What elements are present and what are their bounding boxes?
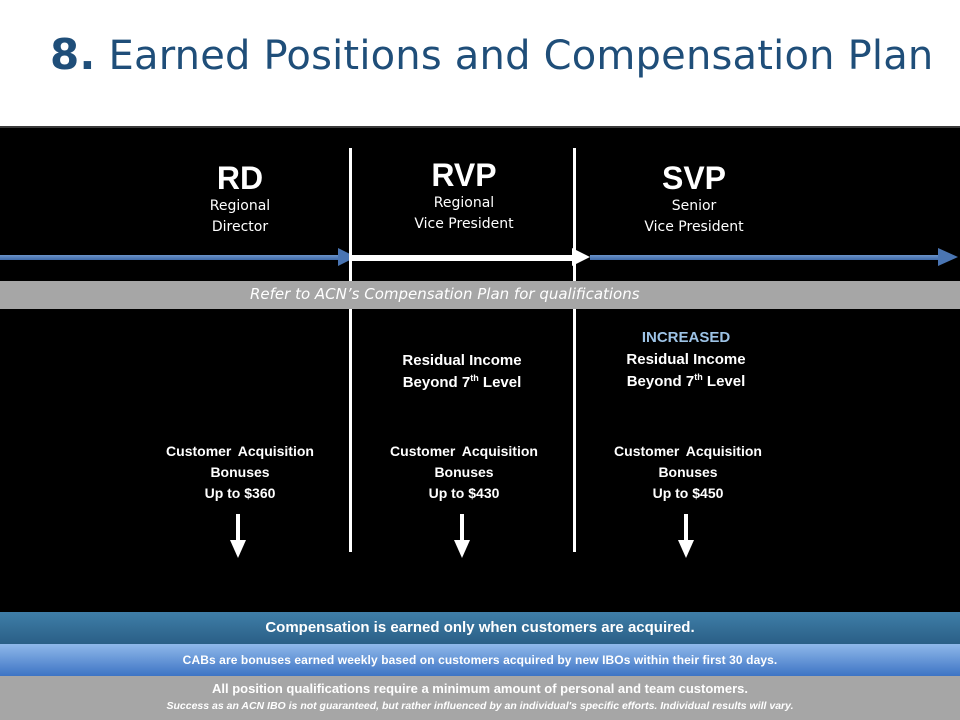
position-name-line1: Senior bbox=[671, 198, 717, 214]
footer-earned-note: Compensation is earned only when custome… bbox=[0, 612, 960, 644]
bonus-rvp: Customer Acquisition Bonuses Up to $430 bbox=[364, 441, 564, 504]
bonus-line1: Customer Acquisition bbox=[390, 443, 538, 459]
refer-note: Refer to ACN’s Compensation Plan for qua… bbox=[250, 285, 640, 303]
footer-disclaimer: All position qualifications require a mi… bbox=[0, 676, 960, 720]
position-abbr: RD bbox=[216, 160, 264, 196]
bonus-line1: Customer Acquisition bbox=[166, 443, 314, 459]
refer-banner: Refer to ACN’s Compensation Plan for qua… bbox=[0, 281, 960, 309]
position-name-line2: Director bbox=[211, 219, 269, 235]
position-abbr: SVP bbox=[661, 160, 727, 196]
title-area: 8. Earned Positions and Compensation Pla… bbox=[0, 0, 960, 126]
title-number: 8. bbox=[50, 30, 96, 79]
footer-cab-note: CABs are bonuses earned weekly based on … bbox=[0, 644, 960, 676]
track-svp-segment bbox=[590, 255, 940, 260]
bonus-line1: Customer Acquisition bbox=[614, 443, 762, 459]
page-title: 8. Earned Positions and Compensation Pla… bbox=[50, 30, 933, 79]
bonus-amount: Up to $430 bbox=[428, 485, 500, 501]
bonus-amount: Up to $360 bbox=[204, 485, 276, 501]
bonus-amount: Up to $450 bbox=[652, 485, 724, 501]
divider-rvp-svp bbox=[573, 148, 576, 552]
position-rvp: RVP Regional Vice President bbox=[364, 157, 564, 235]
position-name-line2: Vice President bbox=[414, 216, 514, 232]
residual-line1: Residual Income bbox=[626, 351, 746, 368]
residual-line1: Residual Income bbox=[402, 352, 522, 369]
title-text: Earned Positions and Compensation Plan bbox=[108, 33, 934, 79]
position-name-line2: Vice President bbox=[644, 219, 744, 235]
position-svp: SVP Senior Vice President bbox=[594, 160, 794, 238]
bonus-line2: Bonuses bbox=[434, 464, 494, 480]
position-name-line1: Regional bbox=[433, 195, 495, 211]
track-arrowhead-svp bbox=[938, 248, 958, 266]
plan-panel bbox=[0, 126, 960, 612]
position-name-line1: Regional bbox=[209, 198, 271, 214]
results-disclaimer: Success as an ACN IBO is not guaranteed,… bbox=[166, 700, 794, 712]
bonus-line2: Bonuses bbox=[658, 464, 718, 480]
position-rd: RD Regional Director bbox=[140, 160, 340, 238]
track-rd-segment bbox=[0, 255, 340, 260]
residual-line2: Beyond 7th Level bbox=[626, 372, 746, 391]
residual-line2: Beyond 7th Level bbox=[402, 373, 522, 392]
divider-rd-rvp bbox=[349, 148, 352, 552]
residual-rvp: Residual Income Beyond 7th Level bbox=[362, 350, 562, 394]
bonus-svp: Customer Acquisition Bonuses Up to $450 bbox=[588, 441, 788, 504]
position-abbr: RVP bbox=[431, 157, 497, 193]
track-arrowhead-rvp bbox=[572, 248, 590, 266]
qualification-note: All position qualifications require a mi… bbox=[212, 681, 748, 696]
bonus-rd: Customer Acquisition Bonuses Up to $360 bbox=[140, 441, 340, 504]
bonus-line2: Bonuses bbox=[210, 464, 270, 480]
increased-tag: INCREASED bbox=[641, 329, 731, 346]
track-rvp-segment bbox=[352, 255, 574, 261]
residual-svp: INCREASED Residual Income Beyond 7th Lev… bbox=[586, 327, 786, 393]
